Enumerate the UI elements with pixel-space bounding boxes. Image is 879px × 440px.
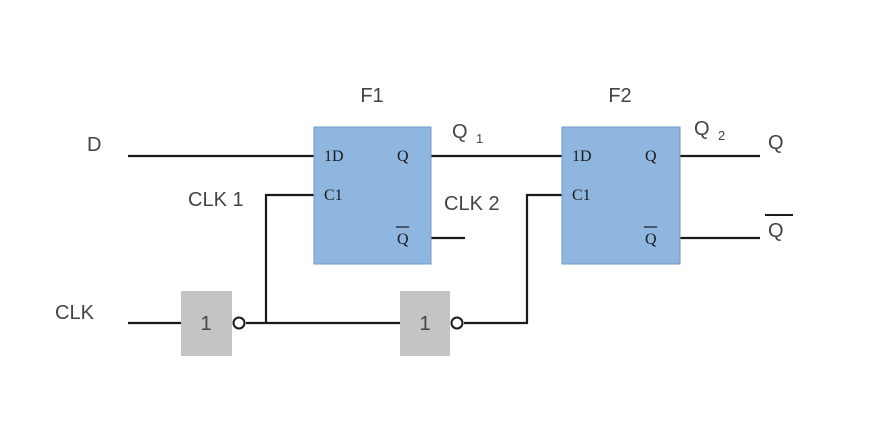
label-clk2: CLK 2 [444,193,500,215]
flipflop-f2-d-pin: 1D [572,148,592,165]
flipflop-f1-qbar-pin: Q [397,231,409,248]
flipflop-f1-title: F1 [360,85,383,107]
label-q2-subscript: 2 [718,128,725,143]
flipflop-f2: F2 1D C1 Q Q [561,85,681,265]
inverter-1-body [181,291,232,356]
label-clk1: CLK 1 [188,189,244,211]
inverter-2-symbol: 1 [419,313,430,335]
label-clk: CLK [55,302,95,324]
inverter-2-bubble [450,316,464,330]
inverter-1-symbol: 1 [200,313,211,335]
flipflop-f2-body [561,126,681,265]
label-qbar-output: Q [768,220,784,242]
label-q2: Q [694,118,710,140]
flipflop-f1: F1 1D C1 Q Q [313,85,432,265]
inverter-2: 1 [400,291,464,356]
flipflop-f2-qbar-pin: Q [645,231,657,248]
flipflop-f2-title: F2 [608,85,631,107]
inverter-1-bubble [232,316,246,330]
inverter-1: 1 [181,291,246,356]
flipflop-f2-q-pin: Q [645,148,657,165]
wire-clk1 [264,193,314,323]
flipflop-f1-q-pin: Q [397,148,409,165]
inverter-2-body [400,291,450,356]
label-q1-subscript: 1 [476,131,483,146]
label-q-output: Q [768,132,784,154]
flipflop-f2-clk-pin: C1 [572,187,591,204]
flipflop-f1-body [313,126,432,265]
flipflop-f1-clk-pin: C1 [324,187,343,204]
flipflop-f1-d-pin: 1D [324,148,344,165]
label-d: D [87,134,101,156]
label-q1: Q [452,121,468,143]
signal-labels: D CLK CLK 1 CLK 2 Q 1 Q 2 Q Q [55,118,793,324]
wires [128,154,760,325]
wire-clk2 [464,193,562,325]
